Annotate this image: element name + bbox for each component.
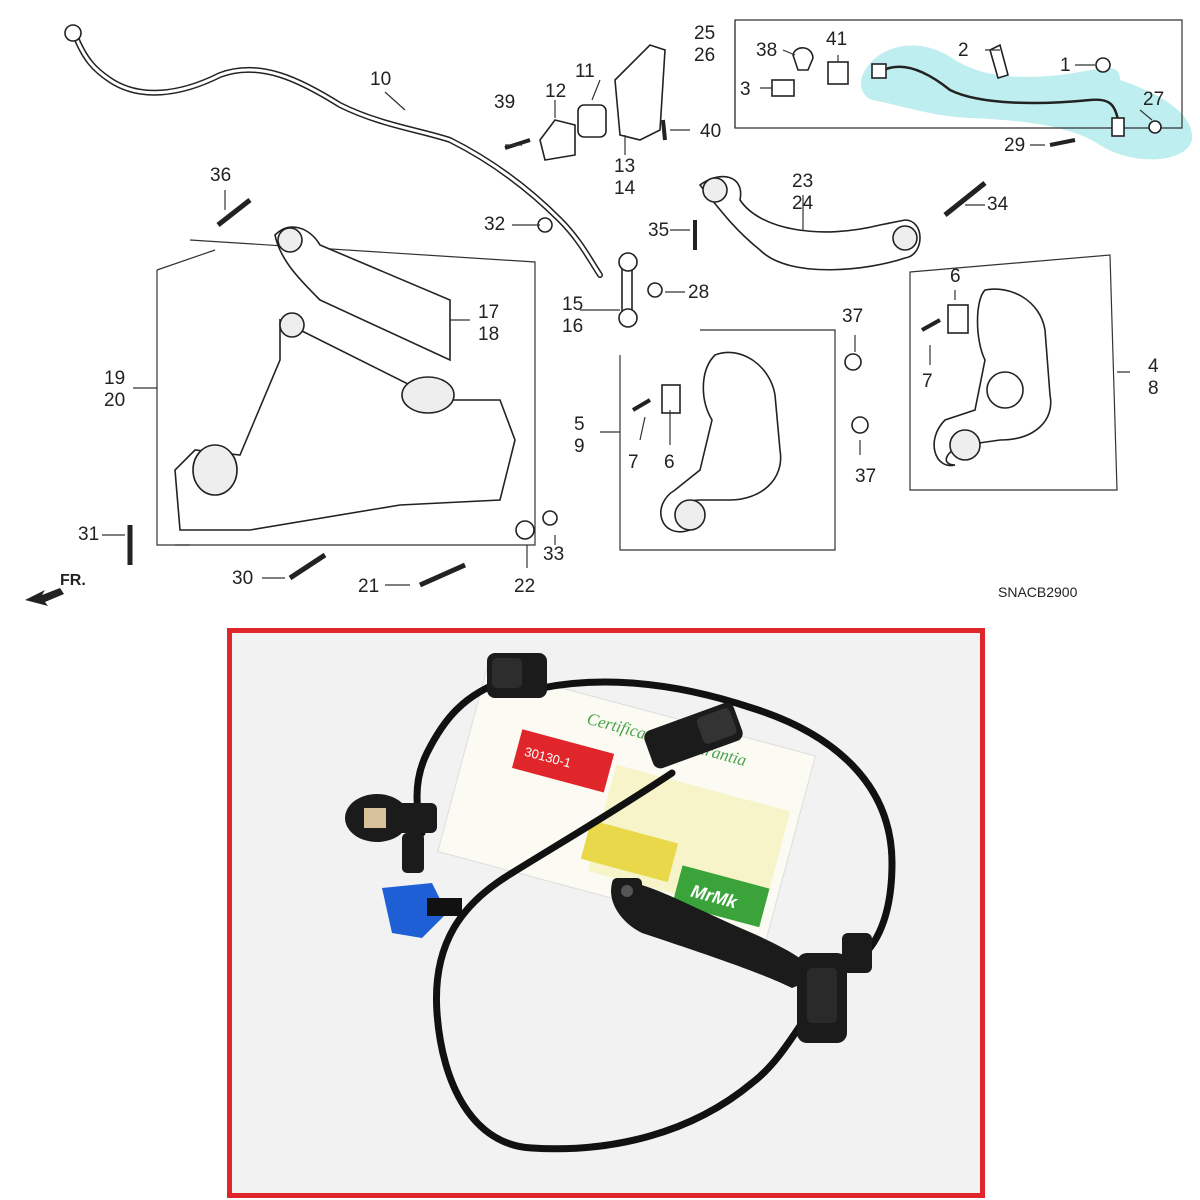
- bolt-7a: [631, 398, 652, 412]
- callout-16: 16: [562, 316, 583, 337]
- bolt-21: [418, 562, 467, 588]
- front-arrow-icon: [25, 588, 64, 606]
- callout-18: 18: [478, 324, 499, 345]
- callout-28: 28: [688, 282, 709, 303]
- bushing-holder: [539, 119, 576, 161]
- callout-2: 2: [958, 40, 969, 61]
- callout-8: 8: [1148, 378, 1159, 399]
- nut-37a: [844, 353, 862, 371]
- callout-34: 34: [987, 194, 1009, 215]
- middle-connector: [644, 702, 743, 769]
- clip-41: [827, 61, 849, 85]
- clip-3: [771, 79, 795, 97]
- abs-sensor-wire: [879, 65, 1122, 133]
- callout-35: 35: [648, 220, 669, 241]
- upper-arm: [698, 175, 921, 271]
- bolt-7b: [921, 318, 941, 332]
- callout-7b: 7: [922, 371, 933, 392]
- bolt-36: [216, 198, 252, 227]
- nut-33: [542, 510, 558, 526]
- callout-7a: 7: [628, 452, 639, 473]
- callout-26: 26: [694, 45, 715, 66]
- callout-22: 22: [514, 576, 535, 597]
- callout-36: 36: [210, 165, 231, 186]
- callout-25: 25: [694, 23, 715, 44]
- callout-24: 24: [792, 193, 814, 214]
- bolt-29: [1049, 138, 1076, 147]
- bolt-34: [943, 181, 987, 217]
- bolt-30: [288, 552, 327, 581]
- stabilizer-bushing: [577, 104, 607, 138]
- callout-37a: 37: [842, 306, 863, 327]
- callout-33: 33: [543, 544, 564, 565]
- callout-29: 29: [1004, 135, 1025, 156]
- nut-27: [1148, 120, 1162, 134]
- bracket-6b: [947, 304, 969, 334]
- callout-13: 13: [614, 156, 635, 177]
- nut-28: [647, 282, 663, 298]
- callout-1: 1: [1060, 55, 1071, 76]
- callout-10: 10: [370, 69, 391, 90]
- callout-9: 9: [574, 436, 585, 457]
- callout-17: 17: [478, 302, 499, 323]
- callout-31: 31: [78, 524, 99, 545]
- callout-12: 12: [545, 81, 566, 102]
- callout-41: 41: [826, 29, 847, 50]
- blue-clip: [382, 883, 462, 938]
- top-connector: [487, 653, 547, 698]
- callout-37b: 37: [855, 466, 876, 487]
- callout-5: 5: [574, 414, 585, 435]
- callout-3: 3: [740, 79, 751, 100]
- stabilizer-bar-end: [64, 24, 82, 42]
- parts-diagram: FR. 1 2 3 4 8 5 9 6 6 7 7 10 11 12 13 14…: [25, 19, 1193, 606]
- stabilizer-bracket: [614, 44, 666, 141]
- stabilizer-bar: [72, 32, 603, 278]
- callout-39: 39: [494, 92, 515, 113]
- callout-30: 30: [232, 568, 253, 589]
- bolt-39: [504, 138, 531, 150]
- callout-27: 27: [1143, 89, 1164, 110]
- nut-32: [537, 217, 553, 233]
- callout-32: 32: [484, 214, 505, 235]
- bracket-2: [989, 43, 1009, 79]
- callout-6b: 6: [950, 266, 961, 287]
- product-photo: Certificado de Garantia 30130-1 MrMk: [227, 628, 985, 1198]
- callout-21: 21: [358, 576, 379, 597]
- callout-40: 40: [700, 121, 721, 142]
- callout-15: 15: [562, 294, 583, 315]
- clip-38: [792, 47, 814, 71]
- callout-38: 38: [756, 40, 777, 61]
- bolt-40: [661, 119, 667, 141]
- callout-4: 4: [1148, 356, 1159, 377]
- bracket-6a: [661, 384, 681, 414]
- lower-arm-a: [274, 226, 451, 362]
- callout-6a: 6: [664, 452, 675, 473]
- lower-arm-b: [174, 318, 516, 531]
- callout-20: 20: [104, 390, 125, 411]
- nut-22: [515, 520, 535, 540]
- callout-14: 14: [614, 178, 636, 199]
- callout-23: 23: [792, 171, 813, 192]
- diagram-code: SNACB2900: [998, 584, 1078, 600]
- callout-19: 19: [104, 368, 125, 389]
- sensor-head: [345, 794, 437, 873]
- front-arrow-label: FR.: [60, 572, 86, 589]
- sensor-cable: [432, 678, 896, 1153]
- callout-11: 11: [575, 61, 595, 82]
- nut-37b: [851, 416, 869, 434]
- mounting-bracket: [611, 878, 872, 1043]
- nut-1: [1095, 57, 1111, 73]
